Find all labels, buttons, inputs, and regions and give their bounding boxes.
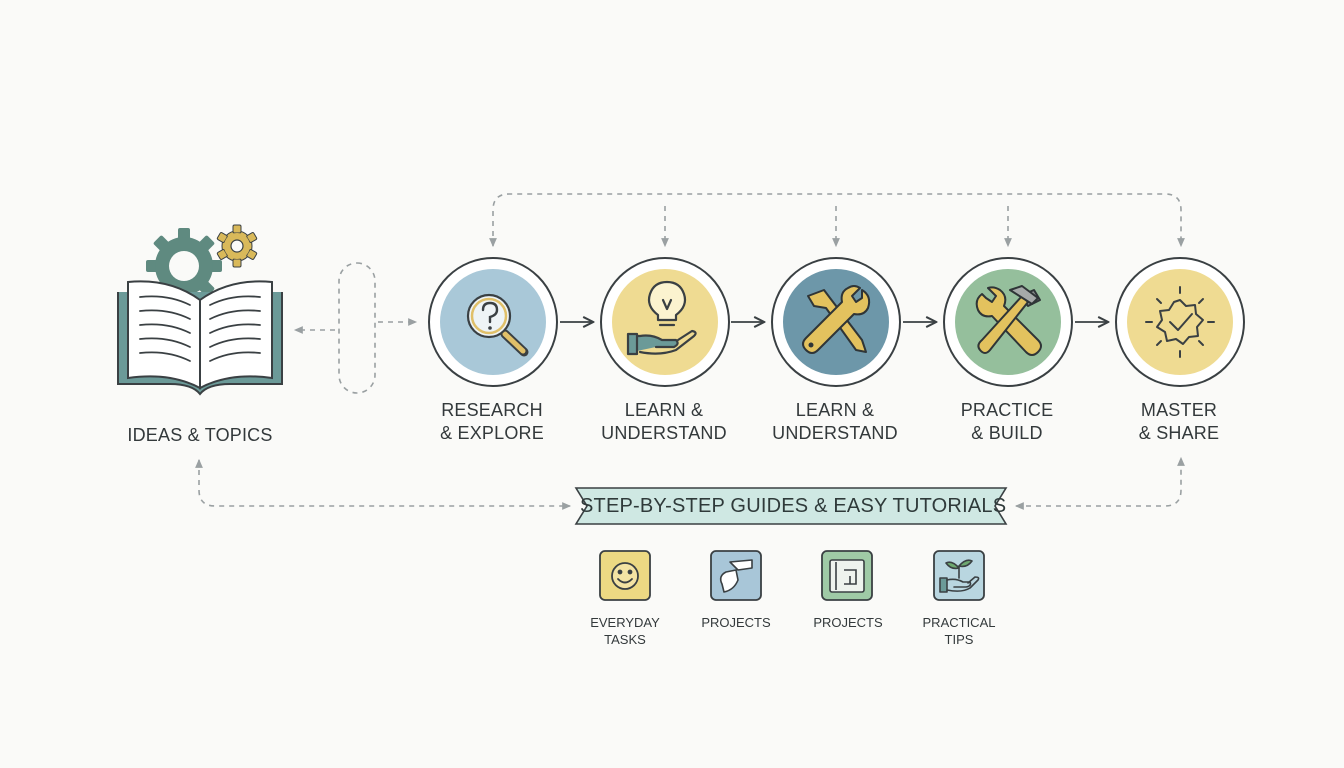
banner-text: STEP-BY-STEP GUIDES & EASY TUTORIALS <box>580 495 1007 517</box>
category-practical-tips <box>933 550 985 601</box>
wrench-screwdriver-icon <box>802 285 871 354</box>
top-feedback-loop <box>489 193 1185 248</box>
category-projects-2 <box>821 550 873 601</box>
category-label-projects-1: PROJECTS <box>701 615 771 630</box>
wrench-hammer-icon <box>975 285 1042 356</box>
step-learn-2-label: LEARN &UNDERSTAND <box>772 400 898 443</box>
bottom-links <box>195 456 1185 510</box>
step-research <box>428 257 558 387</box>
open-book-gears-icon <box>117 224 283 396</box>
category-label-projects-2: PROJECTS <box>813 615 883 630</box>
magnifier-question-icon <box>466 293 529 357</box>
step-learn-1 <box>600 257 730 387</box>
gold-gear-icon <box>216 224 258 268</box>
step-master <box>1115 257 1245 387</box>
step-research-label: RESEARCH& EXPLORE <box>440 400 544 443</box>
source-label: IDEAS & TOPICS <box>127 425 273 445</box>
source-link <box>293 262 418 394</box>
category-projects-1 <box>710 550 762 601</box>
smiley-icon <box>611 562 639 590</box>
hand-sprout-icon <box>939 559 980 593</box>
step-master-label: MASTER& SHARE <box>1138 400 1220 443</box>
blueprint-icon <box>829 559 865 593</box>
lightbulb-hand-icon <box>626 280 697 356</box>
category-everyday <box>599 550 651 601</box>
badge-check-icon <box>1145 286 1215 358</box>
hand-tool-icon <box>719 559 753 593</box>
step-practice <box>943 257 1073 387</box>
step-learn-1-label: LEARN &UNDERSTAND <box>601 400 727 443</box>
step-practice-label: PRACTICE& BUILD <box>960 400 1054 443</box>
step-master-fill <box>1127 269 1233 375</box>
step-learn-2 <box>771 257 901 387</box>
banner-ribbon <box>574 487 1008 525</box>
